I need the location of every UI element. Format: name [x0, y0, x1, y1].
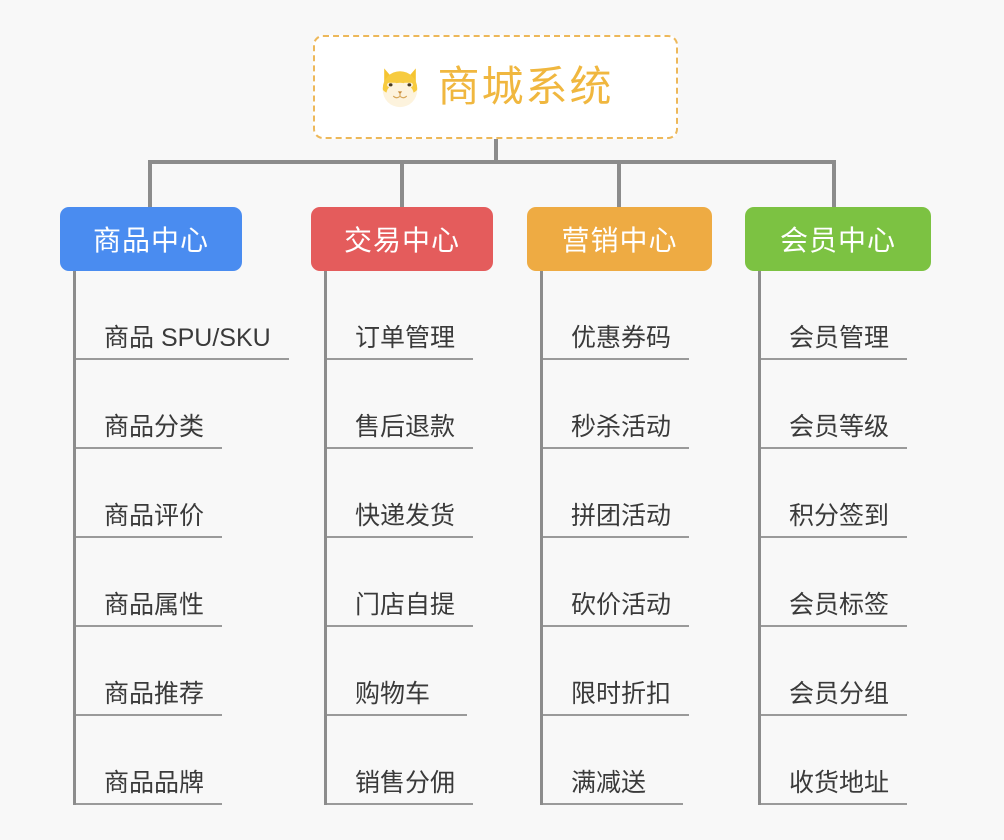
- leaf-item[interactable]: 满减送: [543, 716, 683, 805]
- connector-drop-3: [617, 160, 621, 207]
- leaf-item[interactable]: 会员标签: [761, 538, 908, 627]
- leaf-item[interactable]: 商品评价: [76, 449, 223, 538]
- leaf-label: 门店自提: [355, 590, 456, 619]
- leaf-label: 购物车: [355, 679, 431, 708]
- category-header-1[interactable]: 商品中心: [60, 207, 242, 271]
- leaf-label: 商品属性: [104, 590, 205, 619]
- category-header-2[interactable]: 交易中心: [311, 207, 493, 271]
- leaf-label: 销售分佣: [355, 768, 456, 797]
- leaf-item[interactable]: 拼团活动: [543, 449, 690, 538]
- category-column-2: 交易中心 订单管理 售后退款 快递发货 门店自提 购物车 销售分佣: [311, 207, 493, 805]
- leaf-label: 商品 SPU/SKU: [104, 323, 271, 352]
- leaf-list-1: 商品 SPU/SKU 商品分类 商品评价 商品属性 商品推荐 商品品牌: [73, 271, 289, 805]
- leaf-item[interactable]: 秒杀活动: [543, 360, 690, 449]
- leaf-item[interactable]: 快递发货: [327, 449, 474, 538]
- leaf-label: 满减送: [571, 768, 647, 797]
- connector-root-stem: [494, 139, 498, 164]
- leaf-label: 会员管理: [789, 323, 890, 352]
- leaf-label: 秒杀活动: [571, 412, 672, 441]
- leaf-item[interactable]: 门店自提: [327, 538, 474, 627]
- leaf-label: 售后退款: [355, 412, 456, 441]
- leaf-list-4: 会员管理 会员等级 积分签到 会员标签 会员分组 收货地址: [758, 271, 931, 805]
- leaf-label: 会员标签: [789, 590, 890, 619]
- leaf-item[interactable]: 商品品牌: [76, 716, 223, 805]
- leaf-label: 积分签到: [789, 501, 890, 530]
- leaf-list-3: 优惠券码 秒杀活动 拼团活动 砍价活动 限时折扣 满减送: [540, 271, 712, 805]
- leaf-label: 优惠券码: [571, 323, 672, 352]
- category-column-1: 商品中心 商品 SPU/SKU 商品分类 商品评价 商品属性 商品推荐 商品品牌: [60, 207, 289, 805]
- connector-drop-4: [832, 160, 836, 207]
- category-header-4[interactable]: 会员中心: [745, 207, 931, 271]
- leaf-label: 商品评价: [104, 501, 205, 530]
- leaf-item[interactable]: 商品推荐: [76, 627, 223, 716]
- root-node[interactable]: 商城系统: [313, 35, 678, 139]
- leaf-item[interactable]: 购物车: [327, 627, 467, 716]
- leaf-label: 收货地址: [789, 768, 890, 797]
- leaf-label: 限时折扣: [571, 679, 672, 708]
- leaf-item[interactable]: 商品属性: [76, 538, 223, 627]
- leaf-item[interactable]: 商品 SPU/SKU: [76, 271, 289, 360]
- leaf-item[interactable]: 限时折扣: [543, 627, 690, 716]
- leaf-item[interactable]: 收货地址: [761, 716, 908, 805]
- leaf-label: 砍价活动: [571, 590, 672, 619]
- connector-drop-2: [400, 160, 404, 207]
- leaf-label: 商品品牌: [104, 768, 205, 797]
- leaf-label: 会员等级: [789, 412, 890, 441]
- leaf-label: 订单管理: [355, 323, 456, 352]
- leaf-item[interactable]: 商品分类: [76, 360, 223, 449]
- leaf-label: 会员分组: [789, 679, 890, 708]
- leaf-label: 拼团活动: [571, 501, 672, 530]
- leaf-item[interactable]: 会员分组: [761, 627, 908, 716]
- leaf-item[interactable]: 优惠券码: [543, 271, 690, 360]
- root-title: 商城系统: [437, 63, 614, 110]
- category-header-3[interactable]: 营销中心: [527, 207, 712, 271]
- category-column-4: 会员中心 会员管理 会员等级 积分签到 会员标签 会员分组 收货地址: [745, 207, 931, 805]
- leaf-label: 快递发货: [355, 501, 456, 530]
- leaf-item[interactable]: 销售分佣: [327, 716, 474, 805]
- category-column-3: 营销中心 优惠券码 秒杀活动 拼团活动 砍价活动 限时折扣 满减送: [527, 207, 712, 805]
- shiba-dog-face-icon: [383, 68, 418, 108]
- leaf-list-2: 订单管理 售后退款 快递发货 门店自提 购物车 销售分佣: [324, 271, 493, 805]
- leaf-item[interactable]: 售后退款: [327, 360, 474, 449]
- leaf-item[interactable]: 会员管理: [761, 271, 908, 360]
- leaf-item[interactable]: 会员等级: [761, 360, 908, 449]
- leaf-item[interactable]: 积分签到: [761, 449, 908, 538]
- connector-drop-1: [148, 160, 152, 207]
- leaf-item[interactable]: 砍价活动: [543, 538, 690, 627]
- leaf-label: 商品推荐: [104, 679, 205, 708]
- leaf-item[interactable]: 订单管理: [327, 271, 474, 360]
- connector-horizontal-bus: [148, 160, 836, 164]
- leaf-label: 商品分类: [104, 412, 205, 441]
